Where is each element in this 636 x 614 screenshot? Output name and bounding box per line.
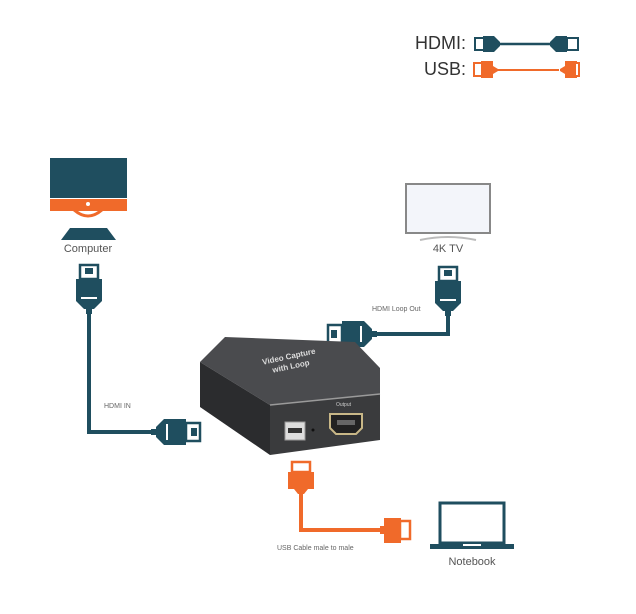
output-port-label: Output <box>336 402 352 408</box>
computer-icon <box>50 158 127 240</box>
legend-usb-cable-icon <box>473 61 580 78</box>
hdmi-in-cable <box>74 263 202 447</box>
usb-cable <box>288 460 412 543</box>
hdmi-loop-out-cable <box>326 265 463 349</box>
usb-cable-label: USB Cable male to male <box>277 545 354 552</box>
tv-icon <box>405 183 491 241</box>
notebook-label: Notebook <box>448 556 496 568</box>
capture-device <box>200 337 381 455</box>
legend-usb-label: USB: <box>423 59 466 79</box>
legend-hdmi-label: HDMI: <box>415 33 466 53</box>
legend-hdmi-cable-icon <box>474 36 579 52</box>
notebook-icon <box>430 501 514 549</box>
computer-label: Computer <box>63 243 113 255</box>
tv-label: 4K TV <box>432 243 464 255</box>
hdmi-loop-out-label: HDMI Loop Out <box>372 306 421 313</box>
hdmi-in-label: HDMI IN <box>104 403 131 410</box>
